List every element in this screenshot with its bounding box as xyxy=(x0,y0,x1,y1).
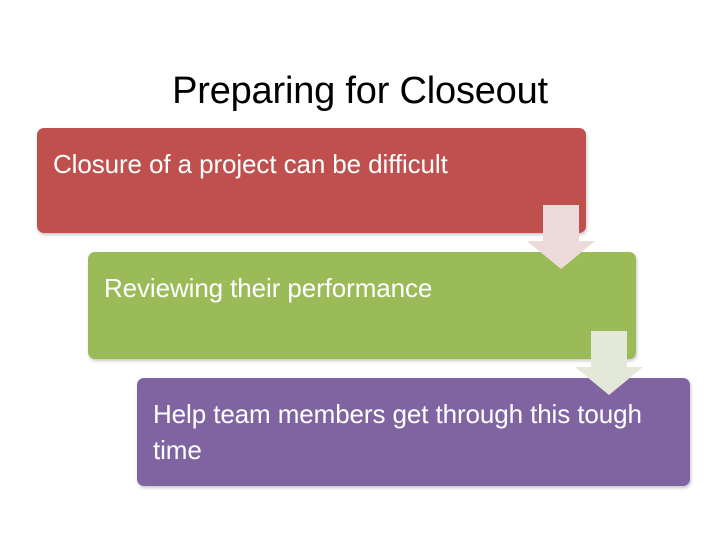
process-step-1-label: Closure of a project can be difficult xyxy=(53,149,448,179)
process-step-3[interactable]: Help team members get through this tough… xyxy=(137,378,690,486)
process-step-2[interactable]: Reviewing their performance xyxy=(88,252,636,359)
process-step-2-label: Reviewing their performance xyxy=(104,273,433,303)
page-title: Preparing for Closeout xyxy=(172,70,548,113)
process-step-1[interactable]: Closure of a project can be difficult xyxy=(37,128,586,233)
process-step-3-label: Help team members get through this tough… xyxy=(153,399,642,465)
